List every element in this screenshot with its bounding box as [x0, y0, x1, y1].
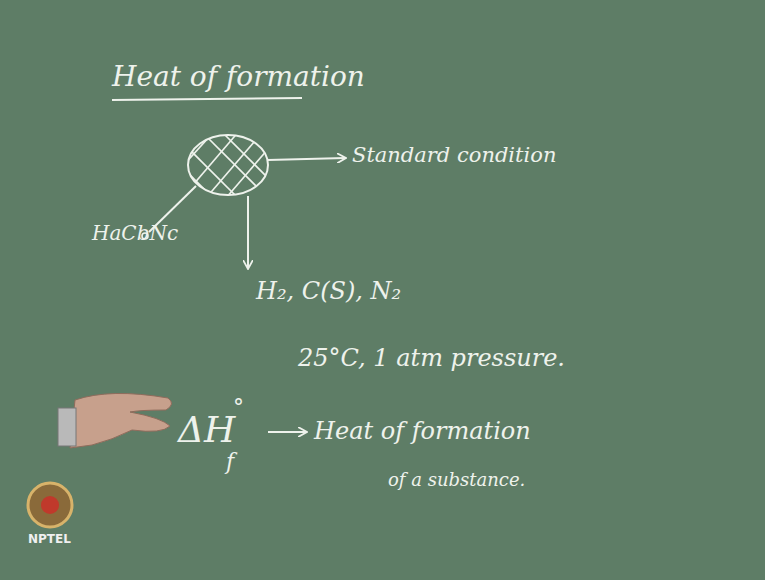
chalk-symbol: ° [233, 396, 244, 420]
chalk-symbol: ΔH [178, 410, 235, 450]
arrow [247, 196, 249, 268]
chalk-label: of a substance. [388, 470, 525, 490]
nptel-logo [28, 483, 72, 527]
title-underline [112, 98, 302, 100]
chalk-label: Standard condition [352, 144, 556, 167]
chalk-formula: H₂, C(S), N₂ [256, 278, 401, 304]
arrow [268, 431, 306, 433]
board-title: Heat of formation [112, 62, 365, 93]
chalk-label: 25°C, 1 atm pressure. [298, 345, 565, 371]
lecturer-hand [58, 393, 172, 448]
chalk-formula: HaCbNc [92, 222, 178, 244]
arrow [268, 158, 345, 160]
hatched-blob [170, 125, 280, 210]
logo-text: NPTEL [28, 533, 71, 546]
chalk-symbol: f [226, 450, 234, 474]
chalk-label: Heat of formation [314, 418, 531, 444]
